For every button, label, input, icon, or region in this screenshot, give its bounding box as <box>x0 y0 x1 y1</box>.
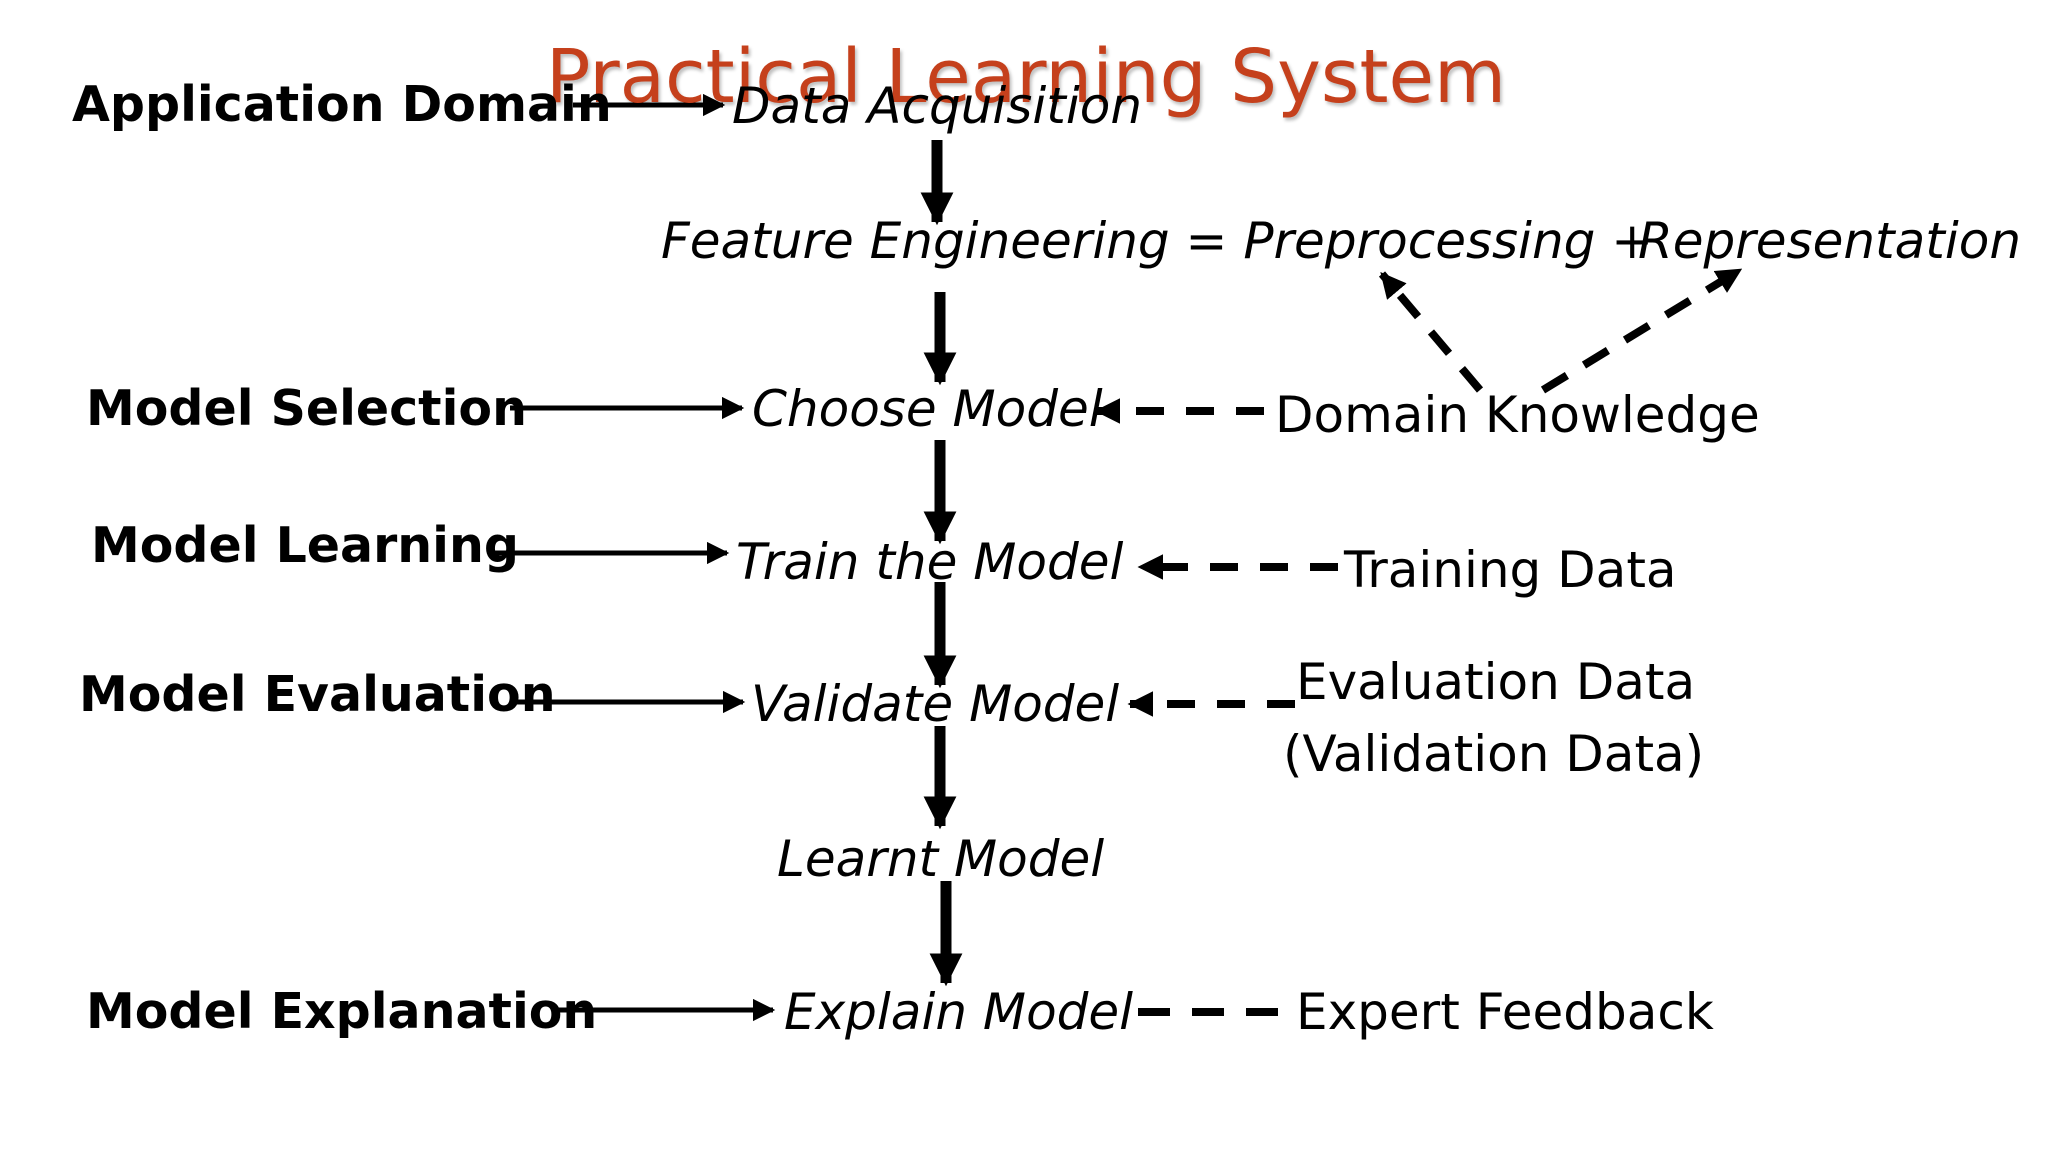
dashed-arrow-domain-to-representation <box>1540 266 1743 394</box>
input-training-data: Training Data <box>1344 541 1677 599</box>
step-validate-model: Validate Model <box>751 675 1120 733</box>
step-train-the-model: Train the Model <box>736 533 1124 591</box>
page-title: Practical Learning System <box>545 34 1507 120</box>
stage-model-selection: Model Selection <box>86 380 527 437</box>
dashed-arrow-domain-to-preprocessing <box>1378 271 1484 393</box>
input-validation-data: (Validation Data) <box>1283 725 1705 783</box>
stage-model-learning: Model Learning <box>91 517 519 574</box>
step-explain-model: Explain Model <box>784 983 1134 1041</box>
step-representation: Representation <box>1638 212 2022 270</box>
step-learnt-model: Learnt Model <box>777 830 1105 888</box>
input-expert-feedback: Expert Feedback <box>1296 983 1714 1041</box>
input-domain-knowledge: Domain Knowledge <box>1275 386 1760 444</box>
step-feature-engineering: Feature Engineering = Preprocessing + <box>661 212 1654 270</box>
stage-model-explanation: Model Explanation <box>86 983 598 1040</box>
step-choose-model: Choose Model <box>752 380 1103 438</box>
stage-model-evaluation: Model Evaluation <box>79 666 556 723</box>
input-evaluation-data: Evaluation Data <box>1296 653 1696 711</box>
step-data-acquisition: Data Acquisition <box>732 77 1143 135</box>
stage-application-domain: Application Domain <box>72 76 612 133</box>
